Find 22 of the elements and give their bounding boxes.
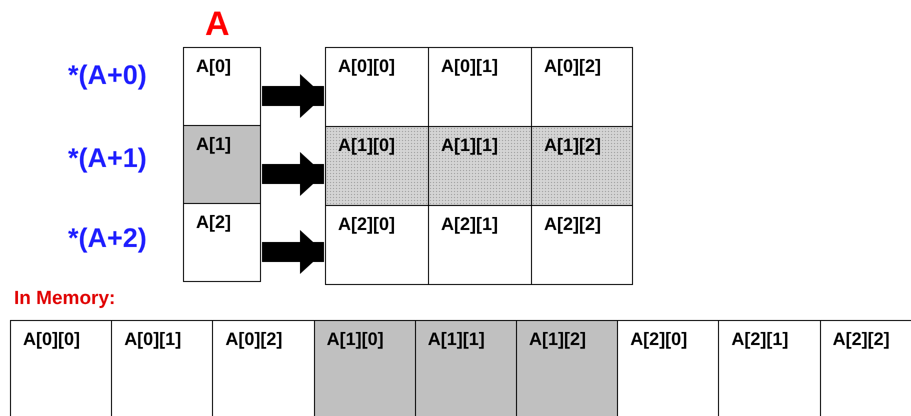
pointer-expression: *(A+1) [68, 143, 147, 174]
table-cell: A[1][1] [428, 126, 532, 206]
pointer-cell: A[0] [183, 47, 261, 126]
pointer-expression: *(A+2) [68, 223, 147, 254]
table-cell: A[2][0] [325, 205, 429, 285]
table-cell: A[1][0] [325, 126, 429, 206]
pointer-cell: A[1] [183, 125, 261, 204]
block-arrow [262, 152, 324, 196]
memory-cell: A[0][0] [10, 320, 112, 416]
memory-cell: A[1][1] [414, 320, 517, 416]
table-cell: A[2][2] [531, 205, 633, 285]
section-heading: In Memory: [14, 288, 116, 310]
memory-cell: A[1][0] [314, 320, 416, 416]
pointer-cell: A[2] [183, 203, 261, 282]
pointer-expression: *(A+0) [68, 60, 147, 91]
table-cell: A[0][0] [325, 47, 429, 127]
array-name: A [205, 5, 230, 43]
memory-cell: A[1][2] [516, 320, 618, 416]
table-cell: A[1][2] [531, 126, 633, 206]
block-arrow [262, 74, 324, 118]
table-cell: A[0][2] [531, 47, 633, 127]
block-arrow [262, 230, 324, 274]
